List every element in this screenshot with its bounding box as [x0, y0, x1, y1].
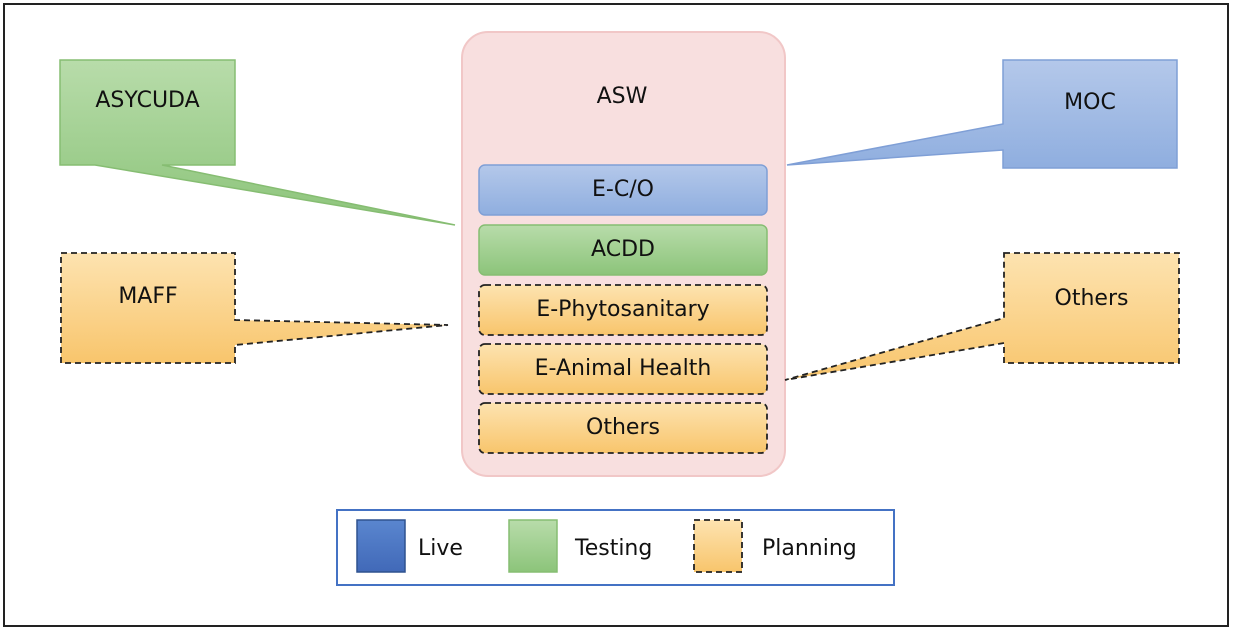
- module-box-animal: [478, 343, 768, 395]
- callout-maff: [60, 252, 449, 364]
- module-box-acdd: [478, 224, 768, 276]
- legend-label-live: Live: [418, 536, 463, 561]
- callout-moc: [786, 59, 1178, 169]
- callout-label-maff: MAFF: [118, 284, 178, 309]
- callout-label-moc: MOC: [1064, 90, 1116, 115]
- callout-label-others: Others: [1054, 286, 1129, 311]
- legend-box: [336, 509, 895, 586]
- legend-swatch-testing: [508, 519, 558, 573]
- legend-label-planning: Planning: [762, 536, 857, 561]
- module-box-eco: [478, 164, 768, 216]
- callout-label-asycuda: ASYCUDA: [95, 88, 200, 113]
- asw-title: ASW: [596, 84, 648, 109]
- callout-others: [784, 252, 1180, 381]
- module-box-others: [478, 402, 768, 454]
- module-label-acdd: ACDD: [591, 237, 655, 262]
- legend-label-testing: Testing: [575, 536, 653, 561]
- module-box-phyto: [478, 284, 768, 336]
- callout-asycuda: [59, 59, 456, 226]
- legend-swatch-planning: [693, 519, 743, 573]
- module-label-animal: E-Animal Health: [534, 356, 712, 381]
- module-label-others: Others: [586, 415, 660, 440]
- module-label-eco: E-C/O: [592, 177, 654, 202]
- legend-swatch-live: [356, 519, 406, 573]
- module-label-phyto: E-Phytosanitary: [536, 297, 710, 322]
